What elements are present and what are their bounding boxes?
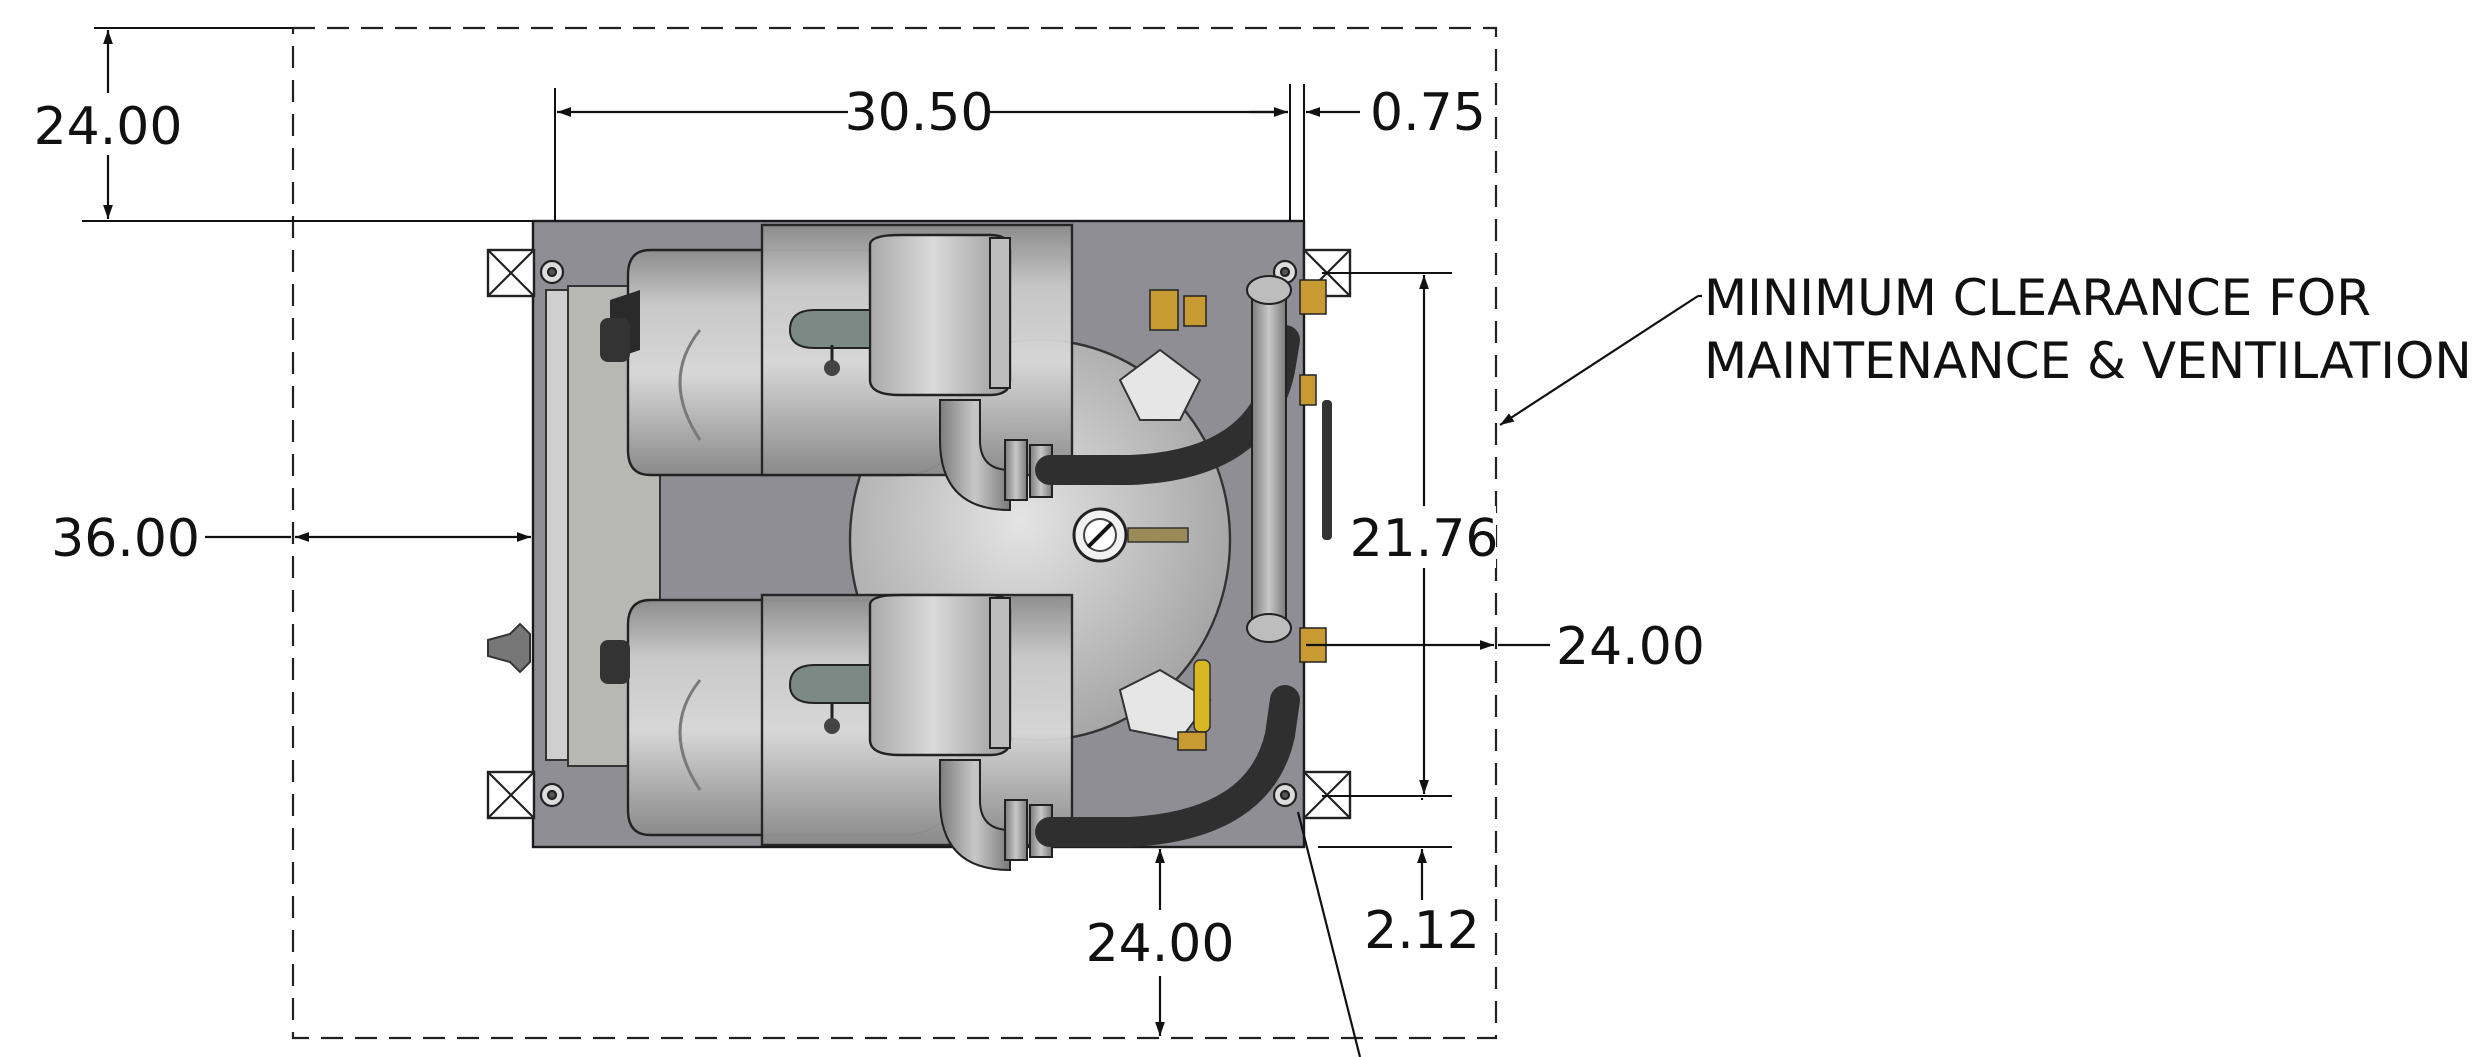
discharge-elbows — [939, 399, 1053, 872]
note-line-1: MINIMUM CLEARANCE FOR — [1704, 269, 2371, 327]
dim-skid-width: 30.50 — [554, 80, 1291, 221]
mount-bolts — [539, 259, 1298, 808]
leader-mount-bolt — [1296, 811, 1362, 1057]
pressure-gauge-icon — [1072, 507, 1189, 563]
clearance-note: MINIMUM CLEARANCE FOR MAINTENANCE & VENT… — [1499, 269, 2472, 426]
dim-mount-offset: 2.12 — [1318, 798, 1480, 961]
dim-clearance-bottom: 24.00 — [1086, 849, 1235, 1036]
note-line-2: MAINTENANCE & VENTILATION — [1704, 332, 2472, 390]
manifold-pipe — [1251, 284, 1287, 626]
mount-bracket-top-left — [486, 248, 536, 298]
dim-label-width: 30.50 — [845, 83, 994, 143]
knob-icon — [487, 622, 531, 674]
dim-clearance-left: 36.00 — [51, 509, 531, 569]
dim-label-mount-offset: 2.12 — [1364, 901, 1480, 961]
compressor-motor-bottom — [788, 593, 1012, 757]
mount-bracket-bottom-left — [486, 770, 536, 820]
dim-edge-offset: 0.75 — [1250, 83, 1486, 221]
dim-label-right: 24.00 — [1556, 617, 1705, 677]
dim-label-top: 24.00 — [34, 97, 183, 157]
dim-clearance-top: 24.00 — [34, 27, 533, 222]
fittings — [1149, 279, 1327, 751]
control-panel — [545, 289, 569, 761]
dim-skid-depth: 21.76 — [1322, 272, 1499, 797]
dim-label-depth: 21.76 — [1350, 509, 1499, 569]
ball-valve-icon — [1193, 374, 1332, 733]
dim-label-bottom: 24.00 — [1086, 914, 1235, 974]
dim-label-left: 36.00 — [51, 509, 200, 569]
dim-clearance-right: 24.00 — [1306, 617, 1705, 677]
equipment-skid — [486, 219, 1352, 872]
hose-bottom — [1035, 685, 1300, 847]
dim-label-edge-offset: 0.75 — [1370, 83, 1486, 143]
compressor-motor-top — [788, 233, 1012, 397]
